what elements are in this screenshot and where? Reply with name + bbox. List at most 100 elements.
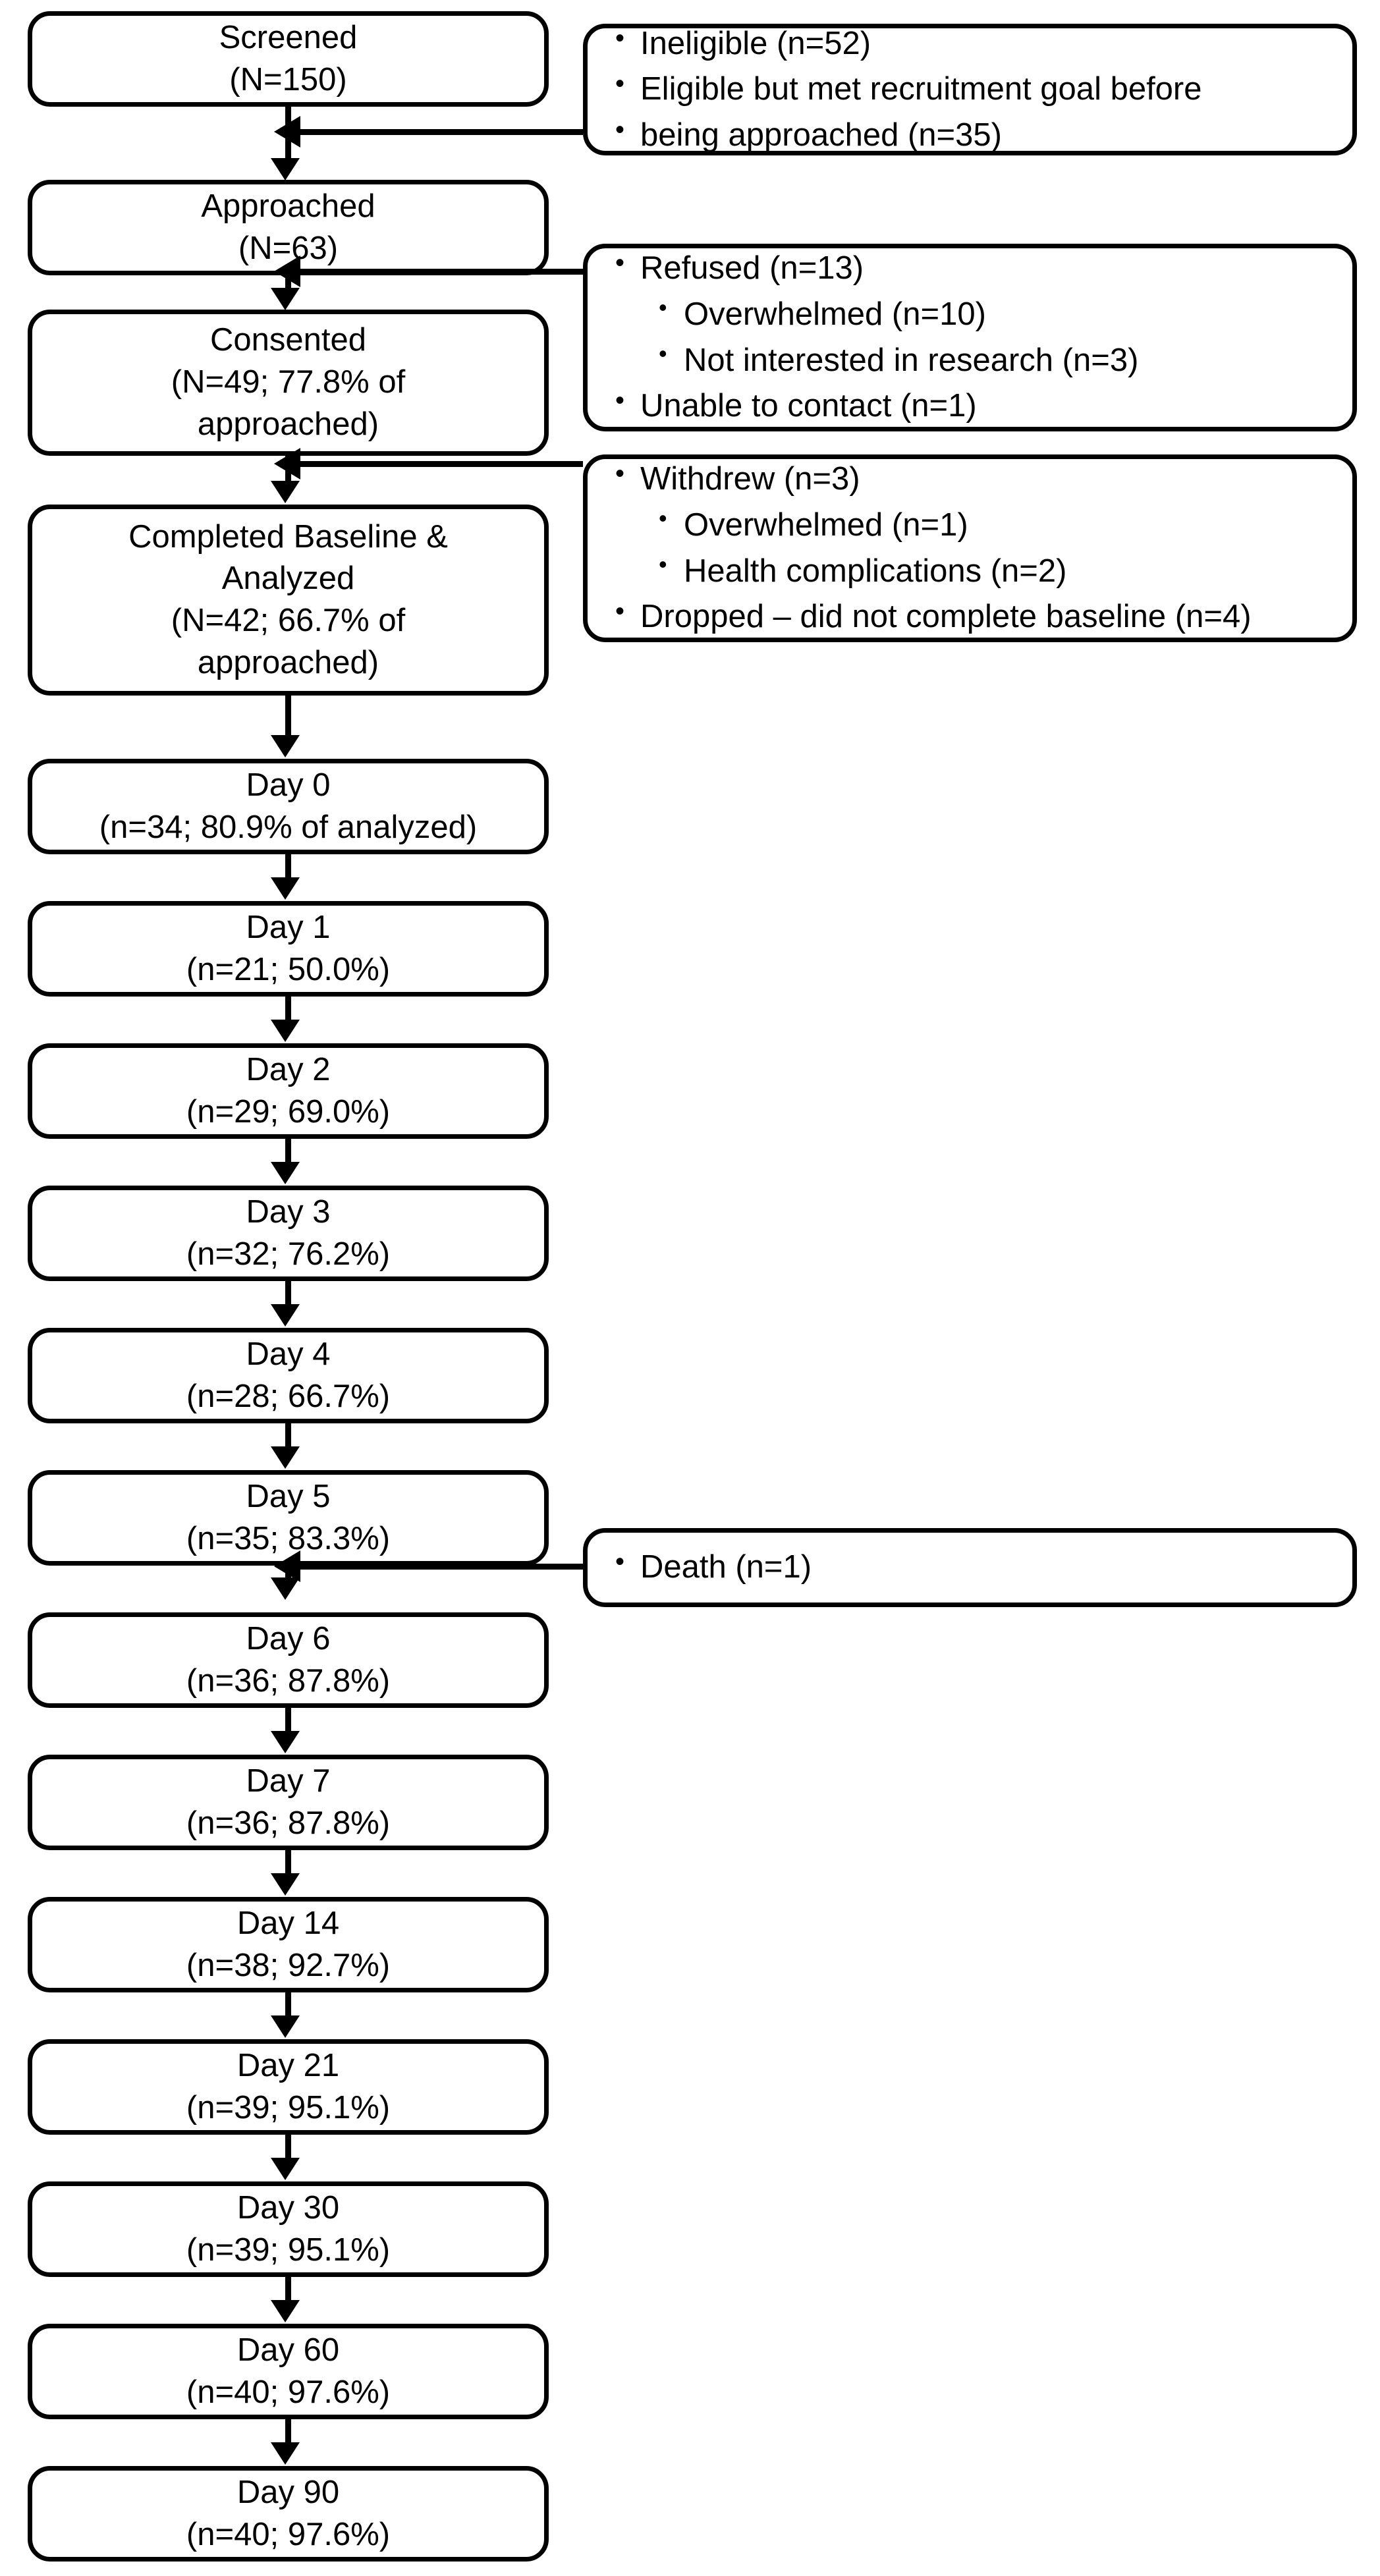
arrowhead-exclusion-screened <box>274 116 300 148</box>
flow-node-consented: Consented (N=49; 77.8% of approached) <box>28 310 549 456</box>
arrowhead-day90 <box>271 2442 300 2465</box>
exclusion-box-screened: Ineligible (n=52) Eligible but met recru… <box>583 20 1357 155</box>
flow-node-detail: (n=32; 76.2%) <box>186 1236 391 1272</box>
arrowhead-day3 <box>271 1162 300 1184</box>
flow-node-label: Day 1 <box>246 909 331 945</box>
flow-node-detail: (n=34; 80.9% of analyzed) <box>99 809 478 845</box>
flow-node-day2: Day 2 (n=29; 69.0%) <box>28 1043 549 1139</box>
flow-node-day90: Day 90 (n=40; 97.6%) <box>28 2466 549 2562</box>
exclusion-line-approached <box>298 269 583 275</box>
connector-day2-day3 <box>285 1139 291 1164</box>
arrowhead-day7 <box>271 1731 300 1753</box>
exclusion-subitem: Not interested in research (n=3) <box>610 337 1335 384</box>
exclusion-box-consented: Withdrew (n=3) Overwhelmed (n=1) Health … <box>583 454 1357 642</box>
connector-day3-day4 <box>285 1281 291 1306</box>
flow-node-day5: Day 5 (n=35; 83.3%) <box>28 1470 549 1566</box>
flow-node-label: Day 90 <box>236 2474 340 2510</box>
arrowhead-day21 <box>271 2015 300 2038</box>
flow-node-label: Consented <box>209 322 366 358</box>
exclusion-item: Unable to contact (n=1) <box>610 382 1335 429</box>
flow-node-detail-2: approached) <box>197 644 379 680</box>
flow-node-label: Day 14 <box>236 1905 340 1941</box>
flow-node-day1: Day 1 (n=21; 50.0%) <box>28 901 549 997</box>
flow-node-day60: Day 60 (n=40; 97.6%) <box>28 2324 549 2419</box>
exclusion-line-consented <box>298 461 583 467</box>
flow-node-label: Day 0 <box>246 767 331 803</box>
flow-node-day6: Day 6 (n=36; 87.8%) <box>28 1612 549 1708</box>
flow-node-day30: Day 30 (n=39; 95.1%) <box>28 2181 549 2277</box>
connector-day60-day90 <box>285 2419 291 2444</box>
flow-node-day0: Day 0 (n=34; 80.9% of analyzed) <box>28 759 549 854</box>
exclusion-line-screened <box>298 129 583 135</box>
flow-node-label: Day 7 <box>246 1763 331 1799</box>
arrowhead-day2 <box>271 1020 300 1042</box>
flow-node-detail: (N=150) <box>229 61 347 97</box>
arrowhead-exclusion-consented <box>274 448 300 480</box>
connector-day4-day5 <box>285 1423 291 1448</box>
exclusion-box-death: Death (n=1) <box>583 1528 1357 1607</box>
flow-node-day7: Day 7 (n=36; 87.8%) <box>28 1755 549 1850</box>
connector-day30-day60 <box>285 2277 291 2302</box>
flow-node-detail: (n=21; 50.0%) <box>186 951 391 987</box>
arrowhead-exclusion-death <box>274 1550 300 1582</box>
flow-node-label: Day 30 <box>236 2189 340 2226</box>
exclusion-item: Death (n=1) <box>610 1543 1335 1591</box>
flow-node-label: Day 21 <box>236 2047 340 2083</box>
flow-node-detail: (n=40; 97.6%) <box>186 2516 391 2552</box>
flow-node-label: Day 6 <box>246 1620 331 1657</box>
flow-node-detail: (n=40; 97.6%) <box>186 2374 391 2410</box>
flow-node-day4: Day 4 (n=28; 66.7%) <box>28 1328 549 1423</box>
flow-node-detail: (n=39; 95.1%) <box>186 2089 391 2125</box>
connector-baseline-day0 <box>285 696 291 736</box>
connector-day0-day1 <box>285 854 291 879</box>
arrowhead-approached <box>271 158 300 180</box>
flow-node-detail: (N=42; 66.7% of <box>171 603 406 638</box>
exclusion-item: Refused (n=13) <box>610 244 1335 292</box>
exclusion-item: Dropped – did not complete baseline (n=4… <box>610 593 1335 640</box>
flow-node-screened: Screened (N=150) <box>28 11 549 107</box>
flow-node-detail: (n=39; 95.1%) <box>186 2232 391 2268</box>
flow-node-detail: (n=28; 66.7%) <box>186 1378 391 1414</box>
arrowhead-baseline <box>271 481 300 503</box>
connector-day14-day21 <box>285 1992 291 2017</box>
arrowhead-day1 <box>271 877 300 900</box>
arrowhead-day5 <box>271 1446 300 1469</box>
connector-day6-day7 <box>285 1708 291 1733</box>
arrowhead-day14 <box>271 1873 300 1896</box>
exclusion-item: Ineligible (n=52) <box>610 20 1335 67</box>
flow-node-day14: Day 14 (n=38; 92.7%) <box>28 1897 549 1992</box>
flow-node-label: Day 5 <box>246 1478 331 1514</box>
flow-node-detail: (n=36; 87.8%) <box>186 1805 391 1841</box>
flow-node-detail: (n=36; 87.8%) <box>186 1662 391 1699</box>
flow-node-day21: Day 21 (n=39; 95.1%) <box>28 2039 549 2135</box>
flow-node-detail-2: approached) <box>197 406 379 442</box>
flow-node-label: Approached <box>201 188 375 224</box>
arrowhead-exclusion-approached <box>274 256 300 287</box>
flow-node-label: Day 2 <box>246 1051 331 1087</box>
arrowhead-day60 <box>271 2300 300 2322</box>
flow-node-day3: Day 3 (n=32; 76.2%) <box>28 1186 549 1281</box>
exclusion-item: Withdrew (n=3) <box>610 455 1335 503</box>
flow-node-detail: (n=35; 83.3%) <box>186 1520 391 1556</box>
exclusion-line-death <box>298 1564 583 1570</box>
flow-node-detail: (n=29; 69.0%) <box>186 1093 391 1130</box>
exclusion-box-approached: Refused (n=13) Overwhelmed (n=10) Not in… <box>583 244 1357 431</box>
exclusion-item-continuation: being approached (n=35) <box>610 111 1335 159</box>
arrowhead-day30 <box>271 2158 300 2180</box>
exclusion-subitem: Overwhelmed (n=10) <box>610 290 1335 338</box>
flow-node-baseline: Completed Baseline & Analyzed (N=42; 66.… <box>28 505 549 696</box>
flow-node-detail: (n=38; 92.7%) <box>186 1947 391 1983</box>
flow-node-label: Day 3 <box>246 1193 331 1230</box>
flow-node-detail: (N=49; 77.8% of <box>171 364 406 400</box>
connector-day1-day2 <box>285 997 291 1022</box>
connector-day21-day30 <box>285 2135 291 2160</box>
connector-day7-day14 <box>285 1850 291 1875</box>
flow-node-label: Screened <box>219 19 358 55</box>
flow-node-label-2: Analyzed <box>221 561 355 597</box>
arrowhead-day0 <box>271 735 300 757</box>
flow-node-label: Completed Baseline & <box>128 518 448 555</box>
flow-node-label: Day 4 <box>246 1336 331 1372</box>
arrowhead-day4 <box>271 1304 300 1327</box>
exclusion-item: Eligible but met recruitment goal before <box>610 65 1335 113</box>
